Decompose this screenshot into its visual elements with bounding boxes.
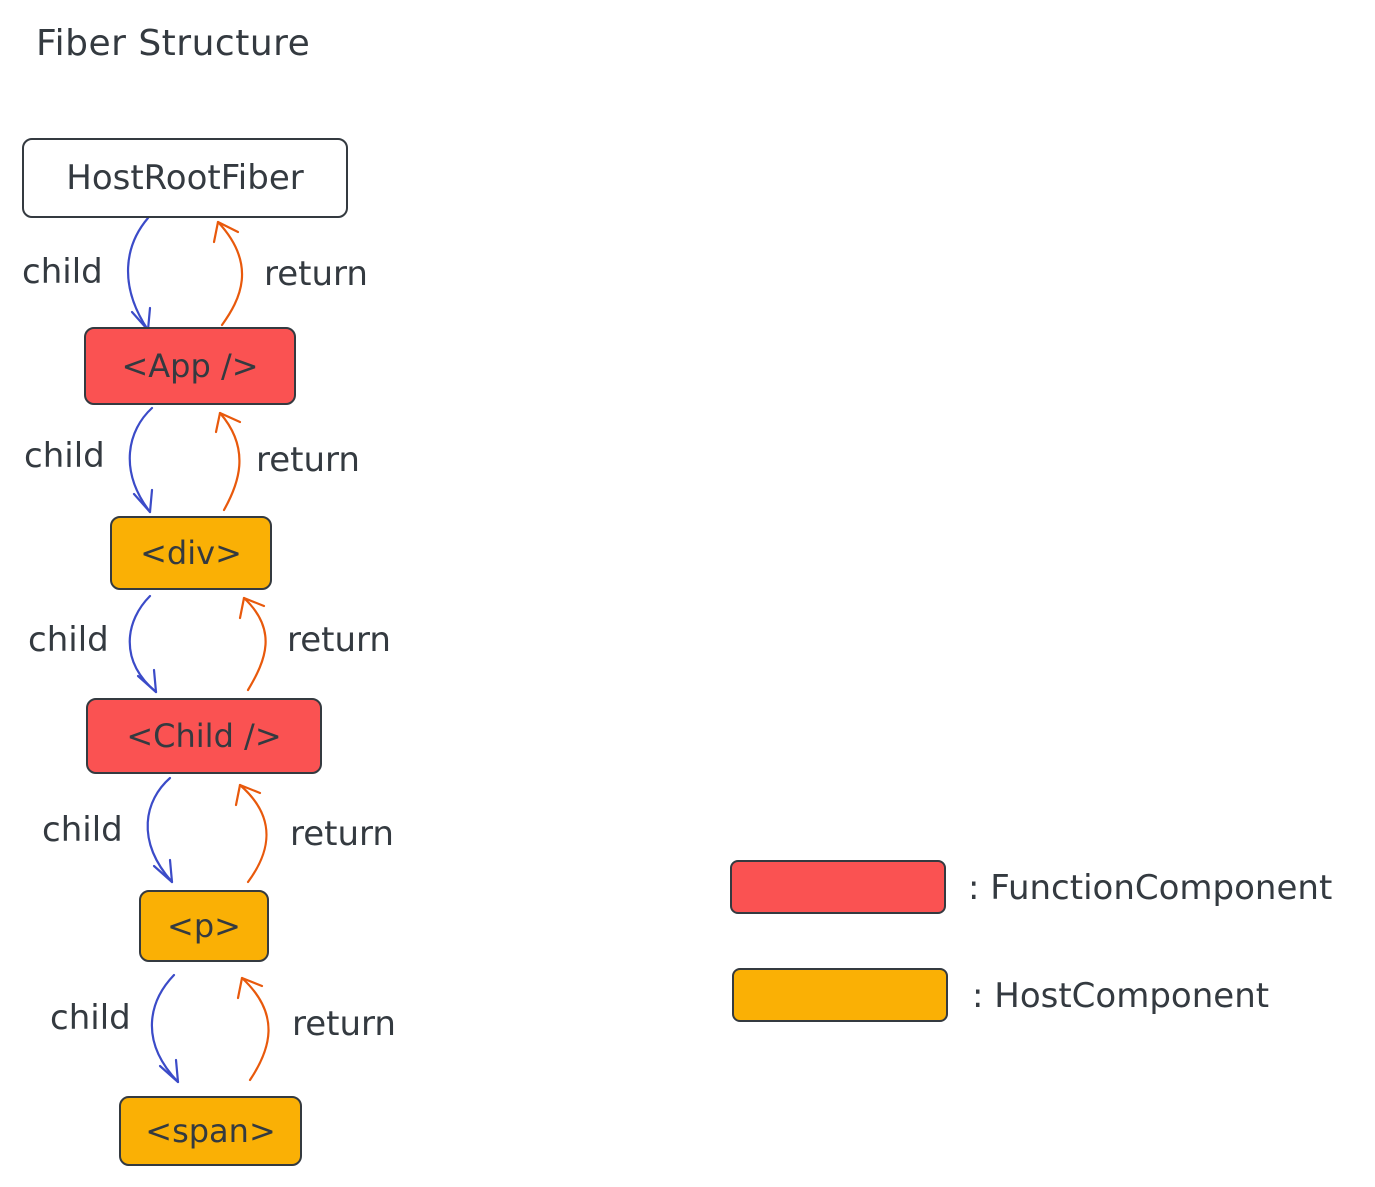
return-label-1: return xyxy=(256,440,360,480)
node-div: <div> xyxy=(110,516,272,590)
return-arrow-1 xyxy=(214,411,242,512)
legend-label-function-component: : FunctionComponent xyxy=(968,868,1333,908)
node-label: <p> xyxy=(167,907,241,945)
return-arrow-2 xyxy=(238,596,267,692)
node-host-root-fiber: HostRootFiber xyxy=(22,138,348,218)
child-label-1: child xyxy=(24,436,105,476)
return-arrow-0 xyxy=(212,220,244,327)
node-p: <p> xyxy=(139,890,269,962)
child-arrow-0 xyxy=(127,216,152,332)
child-label-0: child xyxy=(22,252,103,292)
node-child: <Child /> xyxy=(86,698,322,774)
return-label-4: return xyxy=(292,1004,396,1044)
node-span: <span> xyxy=(119,1096,302,1166)
diagram-title: Fiber Structure xyxy=(36,23,311,64)
return-arrow-3 xyxy=(234,783,268,884)
child-arrow-4 xyxy=(150,973,180,1084)
child-label-4: child xyxy=(50,998,131,1038)
node-app: <App /> xyxy=(84,327,296,405)
return-label-3: return xyxy=(290,814,394,854)
node-label: HostRootFiber xyxy=(66,158,304,198)
legend-label-host-component: : HostComponent xyxy=(972,976,1270,1016)
child-arrow-2 xyxy=(128,594,158,694)
legend-swatch-host-component xyxy=(732,968,948,1022)
child-arrow-1 xyxy=(128,406,154,514)
node-label: <div> xyxy=(140,534,242,572)
return-arrow-4 xyxy=(236,976,270,1082)
return-label-2: return xyxy=(287,620,391,660)
child-label-2: child xyxy=(28,620,109,660)
legend-swatch-function-component xyxy=(730,860,946,914)
node-label: <App /> xyxy=(121,347,259,385)
node-label: <span> xyxy=(145,1112,276,1150)
return-label-0: return xyxy=(264,254,368,294)
child-label-3: child xyxy=(42,810,123,850)
child-arrow-3 xyxy=(146,776,174,884)
node-label: <Child /> xyxy=(126,717,282,755)
